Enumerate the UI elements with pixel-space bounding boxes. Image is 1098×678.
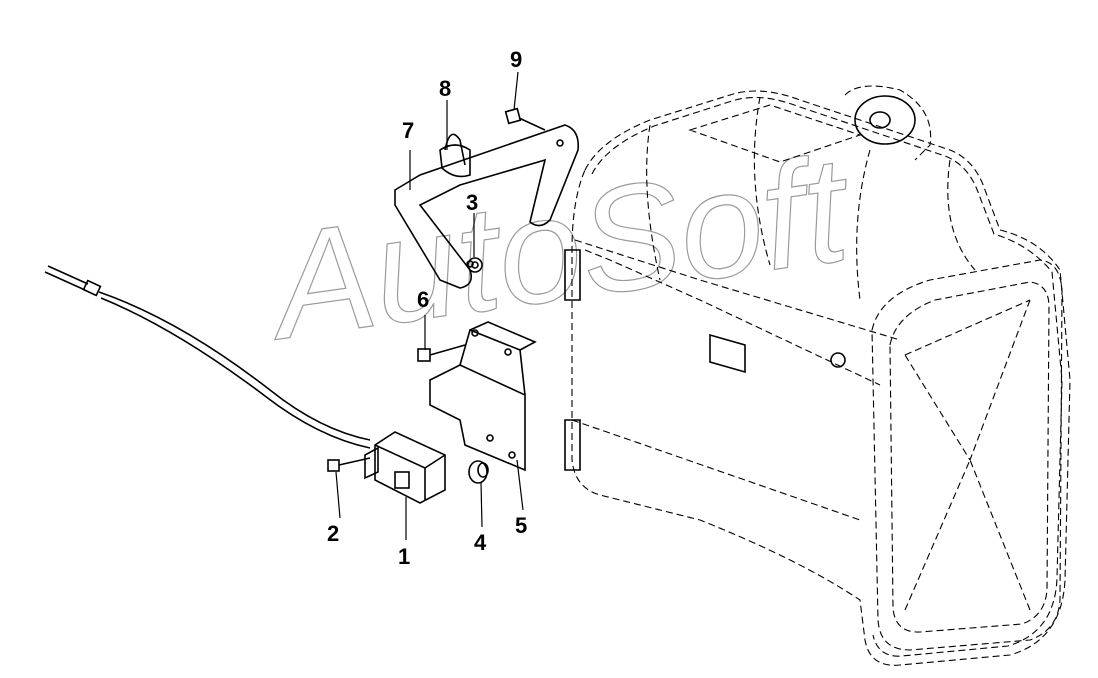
nox-sensor-module xyxy=(364,431,446,504)
watermark-auto: AutoSoft xyxy=(255,123,861,371)
callout-8: 8 xyxy=(439,76,451,101)
bolt-9 xyxy=(504,107,546,131)
nut-4 xyxy=(468,460,489,484)
callout-3: 3 xyxy=(466,190,478,215)
muffler-assembly xyxy=(564,85,1071,666)
sensor-probe-cable xyxy=(44,265,371,449)
bolt-6 xyxy=(417,344,466,362)
clip-8 xyxy=(444,133,466,166)
leader-lines xyxy=(335,71,524,540)
watermark: AutoSoft xyxy=(255,123,863,372)
upper-bracket xyxy=(394,124,580,289)
callout-labels: 1 2 3 4 5 6 7 8 9 xyxy=(327,47,527,569)
callout-7: 7 xyxy=(402,118,414,143)
nut-3 xyxy=(467,257,483,273)
lower-bracket xyxy=(429,321,537,472)
callout-1: 1 xyxy=(398,544,410,569)
callout-9: 9 xyxy=(510,47,522,72)
callout-6: 6 xyxy=(417,287,429,312)
bolt-2 xyxy=(327,457,371,472)
callout-2: 2 xyxy=(327,521,339,546)
callout-5: 5 xyxy=(515,513,527,538)
callout-4: 4 xyxy=(474,530,487,555)
